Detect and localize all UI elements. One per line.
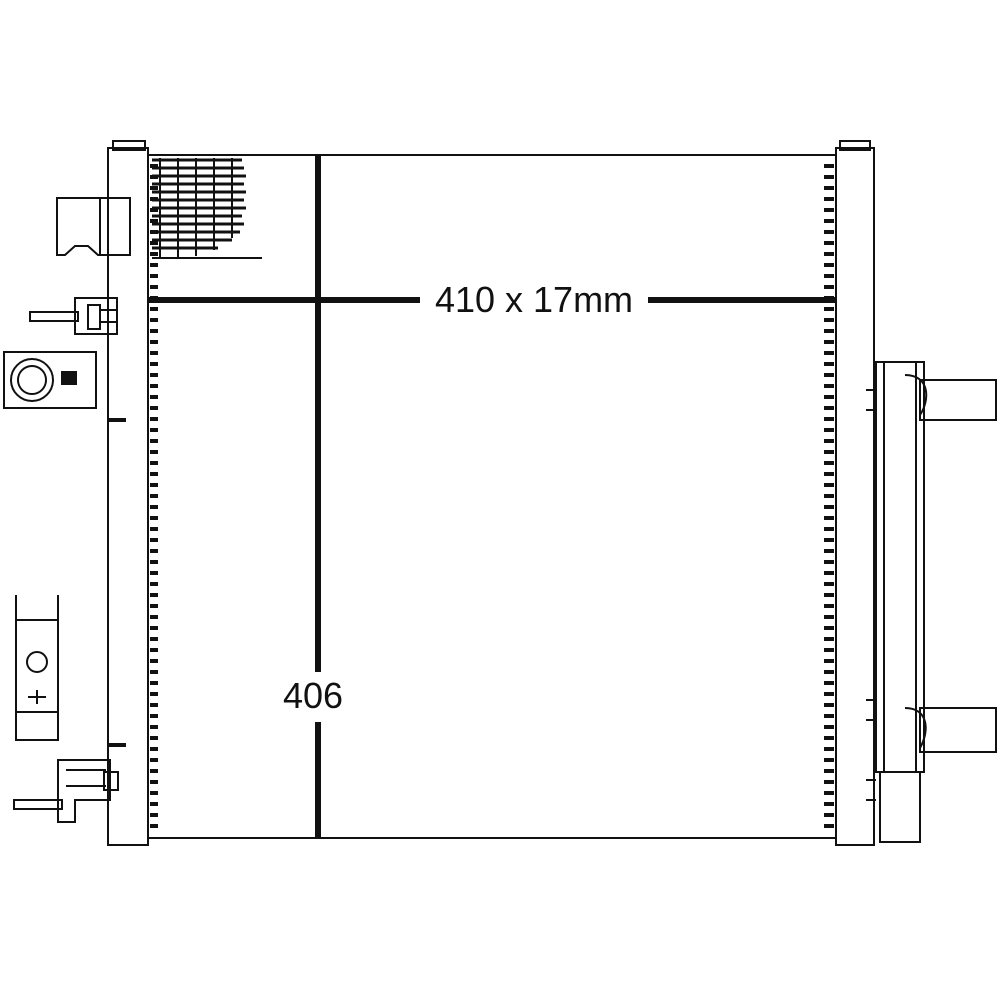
lower-right-pipe — [904, 707, 997, 753]
upper-right-pipe — [904, 374, 997, 421]
right-receiver-drier — [866, 361, 925, 843]
right-tube-ends — [824, 164, 834, 828]
lower-left-bracket — [15, 595, 59, 741]
width-dimension-label: 410 x 17mm — [435, 279, 633, 320]
height-dimension-label: 406 — [283, 675, 343, 716]
upper-left-fitting — [29, 297, 118, 335]
lower-left-fitting — [13, 759, 119, 823]
left-header-tank — [107, 140, 149, 846]
right-header-tank — [835, 140, 875, 846]
fin-texture — [152, 158, 262, 259]
top-left-bracket — [56, 197, 131, 256]
left-tube-ends — [150, 164, 158, 828]
left-sensor-block — [3, 351, 97, 409]
